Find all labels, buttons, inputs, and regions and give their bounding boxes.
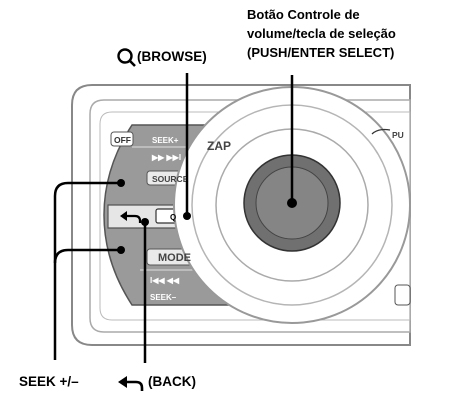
inner-frame-2 — [99, 111, 411, 321]
volume-callout-line2: volume/tecla de seleção — [247, 26, 396, 41]
next-label: ▶▶ ▶▶I — [151, 153, 181, 162]
volume-callout-line1: Botão Controle de — [247, 7, 360, 22]
prev-label: I◀◀ ◀◀ — [150, 276, 180, 285]
push-label: PU — [392, 130, 404, 140]
mode-label: MODE — [158, 252, 191, 264]
seek-plus-callout-line — [53, 181, 121, 360]
off-button[interactable] — [110, 131, 134, 147]
back-label-arrow-icon — [118, 376, 144, 391]
seek-minus-label: SEEK– — [150, 293, 177, 302]
back-callout-label: (BACK) — [148, 374, 196, 389]
browse-key-label: Q — [170, 213, 176, 222]
magnifier-icon — [117, 48, 136, 67]
off-label: OFF — [114, 135, 131, 145]
browse-callout-label: (BROWSE) — [137, 49, 207, 64]
seek-minus-callout-line — [53, 248, 121, 264]
volume-callout-line3: (PUSH/ENTER SELECT) — [247, 45, 395, 60]
source-label: SOURCE — [152, 174, 189, 184]
seek-plus-label: SEEK+ — [152, 136, 179, 145]
zap-label: ZAP — [207, 139, 231, 153]
back-arrow-icon — [120, 211, 142, 223]
seek-callout-label: SEEK +/– — [19, 374, 79, 389]
